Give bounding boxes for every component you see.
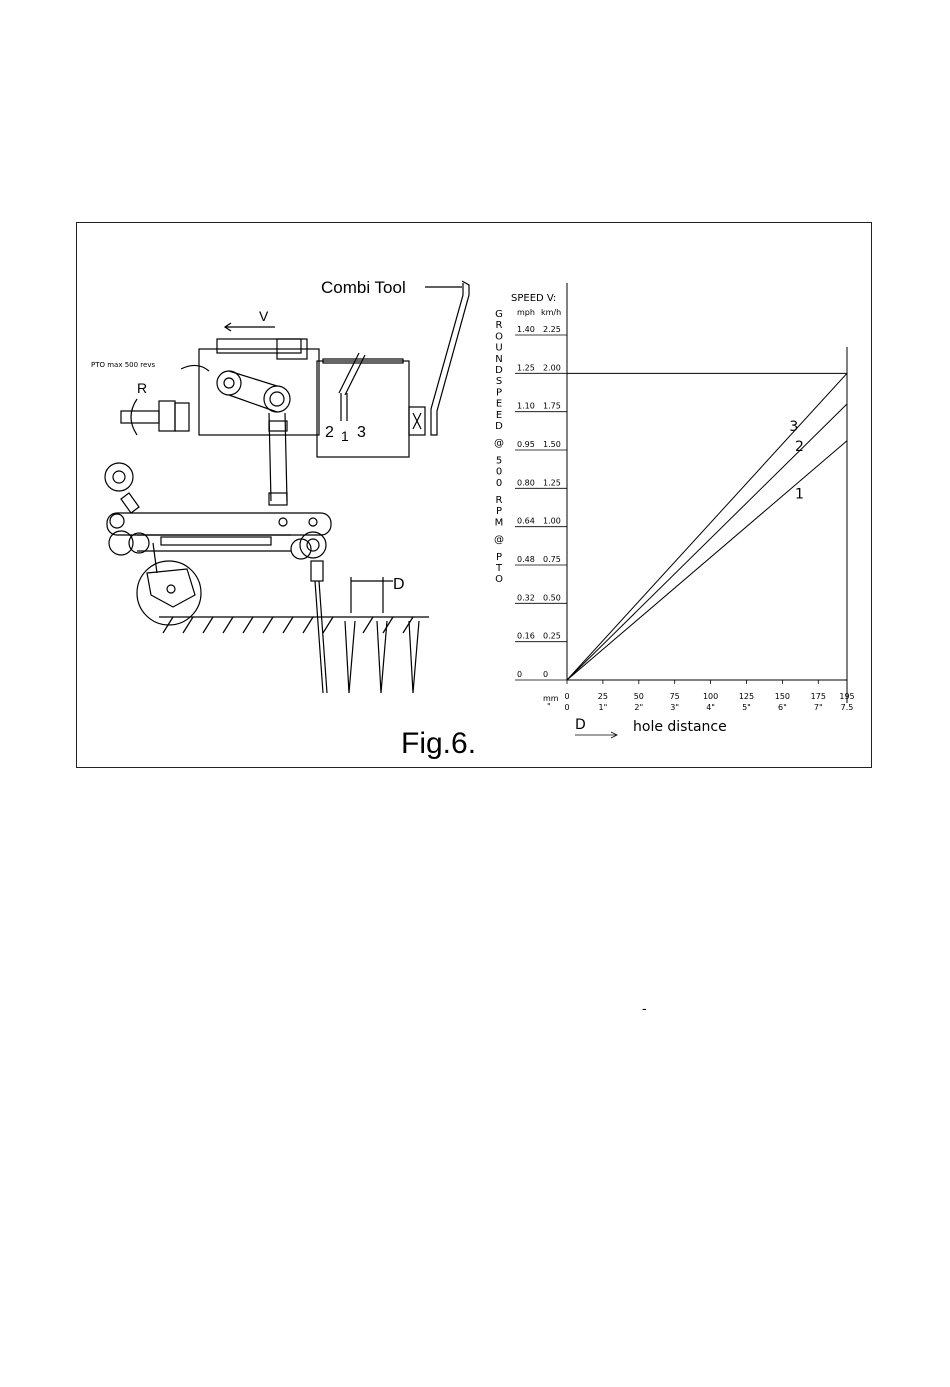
- x-tick-mm: 150: [775, 692, 790, 701]
- x-tick-in: 1": [599, 703, 608, 712]
- d-label: D: [393, 576, 405, 593]
- x-tick-mm: 100: [703, 692, 718, 701]
- series-line-2: [567, 404, 847, 680]
- combi-tool-label: Combi Tool: [321, 278, 406, 297]
- y-tick-mph: 0.16: [517, 632, 535, 641]
- x-unit-mm: mm: [543, 694, 559, 703]
- y-tick-mph: 1.10: [517, 402, 535, 411]
- figure-drawing: Combi Tool V PTO max 500 revs R 2 1 3 D …: [77, 223, 873, 769]
- x-tick-mm: 125: [739, 692, 754, 701]
- stray-dash: -: [642, 1000, 647, 1016]
- x-axis-label: hole distance: [633, 719, 727, 735]
- y-tick-mph: 1.25: [517, 363, 535, 372]
- y-unit-kmh: km/h: [541, 308, 561, 317]
- y-tick-mph: 1.40: [517, 325, 535, 334]
- y-tick-kmh: 0.50: [543, 593, 561, 602]
- y-tick-kmh: 0.75: [543, 555, 561, 564]
- y-tick-kmh: 1.50: [543, 440, 561, 449]
- v-label: V: [259, 308, 269, 324]
- chart-title: SPEED V:: [511, 293, 556, 304]
- y-tick-kmh: 1.00: [543, 517, 561, 526]
- r-label: R: [137, 380, 147, 396]
- y-tick-mph: 0: [517, 670, 522, 679]
- gearbox-body: [121, 339, 425, 457]
- x-tick-in: 0: [564, 703, 569, 712]
- x-tick-mm: 75: [670, 692, 680, 701]
- y-tick-kmh: 0: [543, 670, 548, 679]
- y-tick-mph: 0.95: [517, 440, 535, 449]
- y-tick-mph: 0.48: [517, 555, 535, 564]
- x-tick-in: 2": [634, 703, 643, 712]
- tine: [311, 561, 327, 693]
- series-label-3: 3: [789, 419, 798, 435]
- figure-caption: Fig.6.: [401, 727, 476, 760]
- machine-illustration: [105, 281, 469, 693]
- y-tick-mph: 0.64: [517, 517, 535, 526]
- x-tick-mm: 50: [634, 692, 644, 701]
- x-tick-mm: 0: [564, 692, 569, 701]
- x-tick-in: 5": [742, 703, 751, 712]
- x-tick-mm: 25: [598, 692, 608, 701]
- x-tick-mm: 175: [811, 692, 826, 701]
- pos-1-label: 1: [341, 428, 349, 444]
- x-tick-in: 6": [778, 703, 787, 712]
- figure-frame: Combi Tool V PTO max 500 revs R 2 1 3 D …: [76, 222, 872, 768]
- pto-label: PTO max 500 revs: [91, 361, 155, 369]
- y-tick-kmh: 2.25: [543, 325, 561, 334]
- y-tick-mph: 0.32: [517, 593, 535, 602]
- y-unit-mph: mph: [517, 308, 535, 317]
- y-tick-kmh: 1.75: [543, 402, 561, 411]
- y-tick-mph: 0.80: [517, 478, 535, 487]
- x-tick-in: 4": [706, 703, 715, 712]
- direction-arrow-v: [225, 323, 275, 331]
- y-tick-kmh: 1.25: [543, 478, 561, 487]
- connecting-rod: [269, 413, 287, 505]
- y-tick-kmh: 2.00: [543, 363, 561, 372]
- x-unit-in: ": [547, 702, 551, 711]
- series-line-1: [567, 441, 847, 680]
- lower-frame: [105, 463, 331, 625]
- holes: [345, 577, 419, 693]
- pos-3-label: 3: [357, 424, 366, 441]
- x-tick-mm: 195: [839, 692, 854, 701]
- series-label-1: 1: [795, 487, 804, 503]
- y-tick-kmh: 0.25: [543, 632, 561, 641]
- combi-tool: [425, 281, 469, 435]
- pos-2-label: 2: [325, 424, 334, 441]
- x-tick-in: 7.5: [841, 703, 854, 712]
- x-tick-in: 7": [814, 703, 823, 712]
- series-label-2: 2: [795, 439, 804, 455]
- ground-line: [159, 617, 429, 633]
- x-axis-arrow-label: D: [575, 717, 586, 733]
- series-line-3: [567, 373, 847, 680]
- x-tick-in: 3": [670, 703, 679, 712]
